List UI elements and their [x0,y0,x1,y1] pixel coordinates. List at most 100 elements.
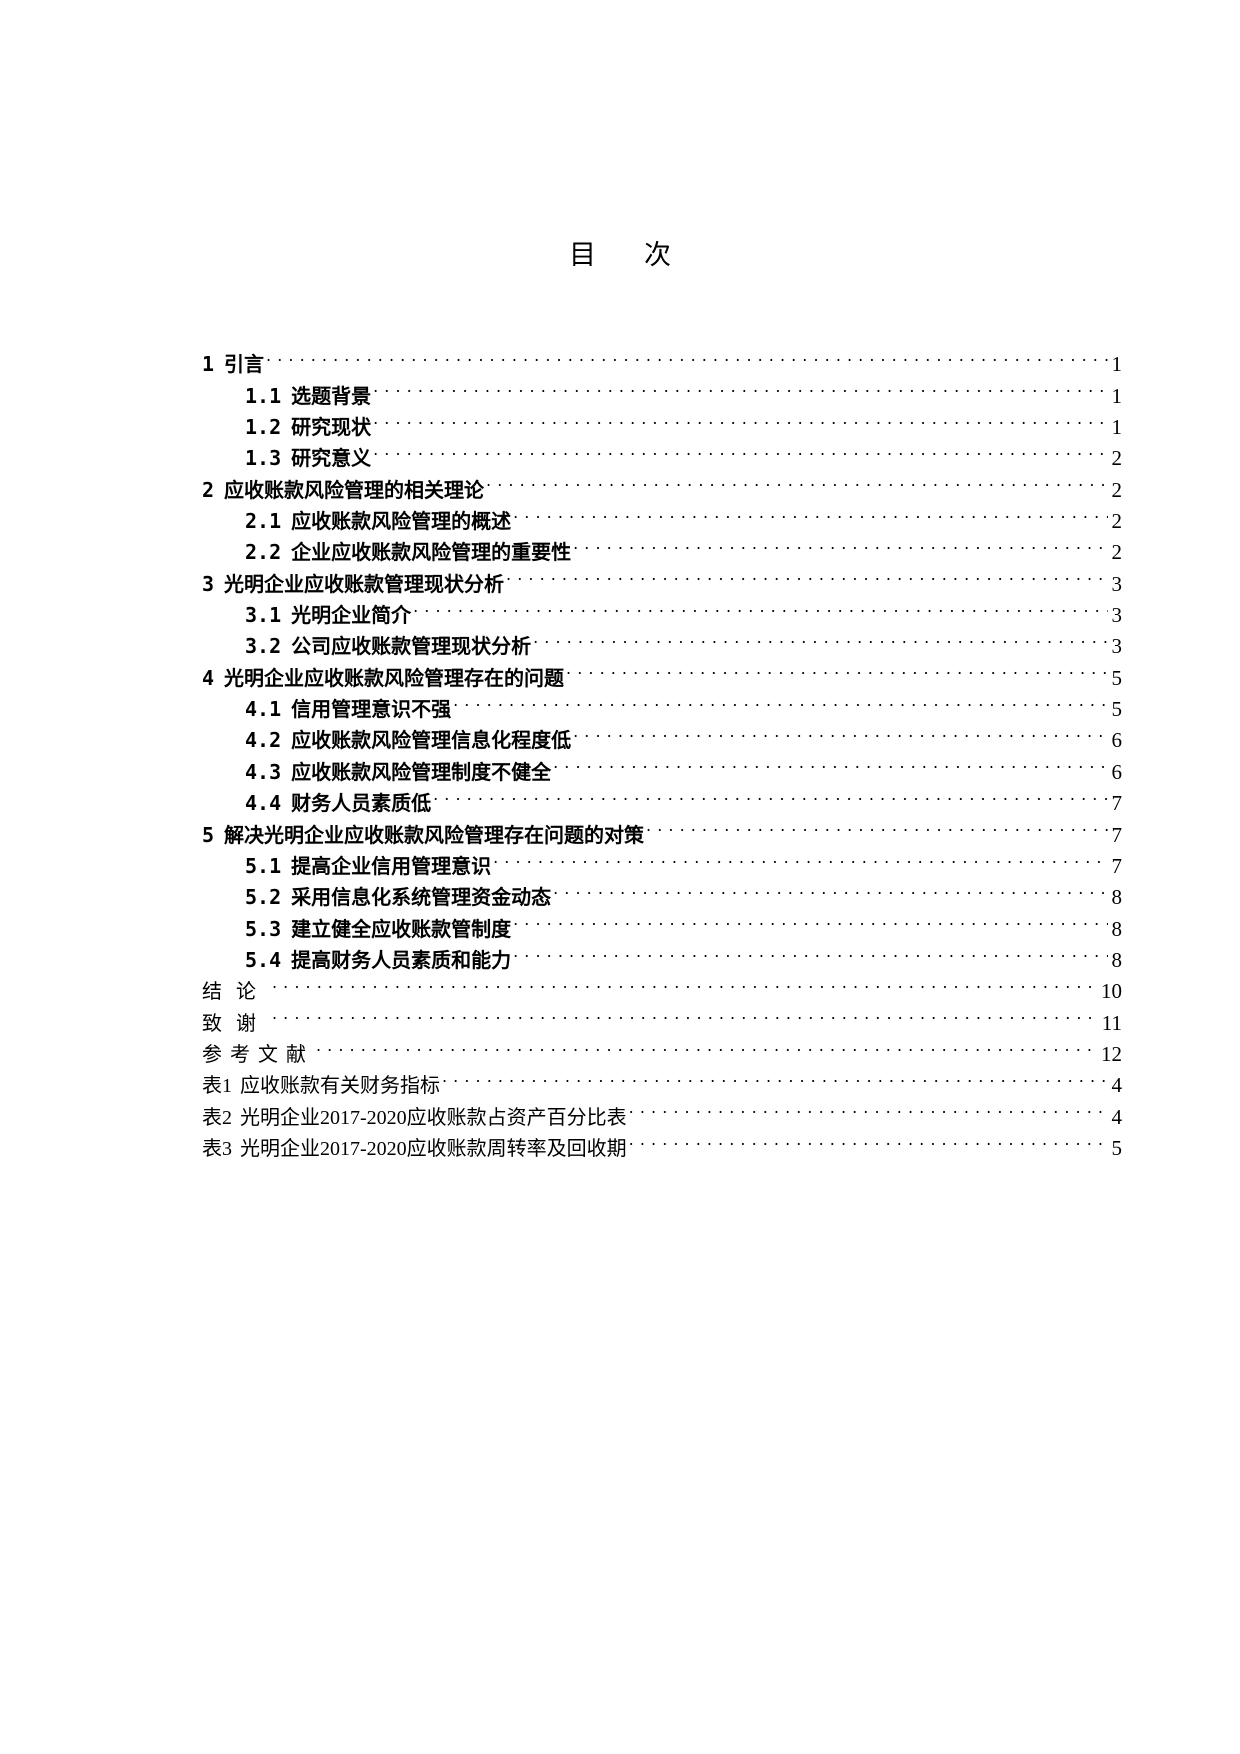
toc-entry-page: 6 [1111,759,1123,784]
toc-entry-page: 7 [1111,822,1123,847]
toc-entry-number: 1.3 [245,446,282,471]
toc-entry-number: 表2 [202,1106,232,1129]
toc-entry-page: 5 [1111,697,1123,722]
toc-entry-page: 2 [1111,540,1123,565]
toc-entry-title: 公司应收账款管理现状分析 [291,634,532,659]
dot-leader [453,685,1108,716]
dot-leader [272,998,1100,1029]
dot-leader [553,747,1108,778]
toc-entry-title: 建立健全应收账款管制度 [291,916,512,941]
dot-leader [513,904,1108,935]
title-char-2: 次 [644,240,671,271]
toc-entry-number: 4 [202,665,215,690]
toc-entry-number: 1.2 [245,415,282,440]
dot-leader [442,1061,1108,1092]
toc-entry-number: 4.2 [245,728,282,753]
toc-entry-2-1[interactable]: 2.1 应收账款风险管理的概述 2 [202,497,1122,533]
dot-leader [433,779,1108,810]
dot-leader [493,842,1108,873]
title-char-1: 目 [569,240,596,271]
toc-entry-5-3[interactable]: 5.3 建立健全应收账款管制度 8 [202,904,1122,940]
toc-entry-table-1[interactable]: 表1 应收账款有关财务指标 4 [202,1061,1122,1097]
toc-entry-page: 11 [1101,1010,1122,1035]
toc-entry-page: 3 [1111,603,1123,628]
toc-entry-number: 3.2 [245,634,282,659]
toc-entry-page: 1 [1111,383,1123,408]
toc-entry-table-3[interactable]: 表3 光明企业2017-2020应收账款周转率及回收期 5 [202,1124,1122,1160]
toc-entry-2[interactable]: 2 应收账款风险管理的相关理论 2 [202,465,1122,501]
toc-entry-title: 结论 [202,981,270,1004]
toc-entry-conclusion[interactable]: 结论 10 [202,967,1122,1003]
toc-entry-page: 4 [1111,1073,1123,1098]
toc-entry-1[interactable]: 1 引言 1 [202,340,1122,376]
dot-leader [373,403,1108,434]
toc-entry-page: 4 [1111,1104,1123,1129]
toc-entry-number: 2.2 [245,540,282,565]
toc-entry-1-1[interactable]: 1.1 选题背景 1 [202,371,1122,407]
toc-entry-3-1[interactable]: 3.1 光明企业简介 3 [202,591,1122,627]
toc-entry-title: 应收账款风险管理信息化程度低 [291,728,572,753]
dot-leader [573,528,1108,559]
dot-leader [373,434,1108,465]
toc-entry-title: 参考文献 [202,1043,314,1066]
dot-leader [316,1030,1099,1061]
toc-entry-title: 研究现状 [291,415,372,440]
toc-entry-title: 光明企业简介 [291,603,412,628]
toc-entry-number: 表1 [202,1075,232,1098]
toc-entry-5[interactable]: 5 解决光明企业应收账款风险管理存在问题的对策 7 [202,810,1122,846]
toc-entry-number: 2.1 [245,509,282,534]
toc-entry-title: 财务人员素质低 [291,791,432,816]
toc-entry-3-2[interactable]: 3.2 公司应收账款管理现状分析 3 [202,622,1122,658]
toc-entry-1-3[interactable]: 1.3 研究意义 2 [202,434,1122,470]
dot-leader [646,810,1108,841]
toc-entry-number: 1 [202,352,215,377]
toc-entry-4-1[interactable]: 4.1 信用管理意识不强 5 [202,685,1122,721]
toc-entry-3[interactable]: 3 光明企业应收账款管理现状分析 3 [202,559,1122,595]
toc-entry-page: 2 [1111,509,1123,534]
toc-entry-number: 3.1 [245,603,282,628]
toc-entry-number: 4.4 [245,791,282,816]
toc-entry-acknowledgements[interactable]: 致谢 11 [202,998,1122,1034]
toc-entry-4[interactable]: 4 光明企业应收账款风险管理存在的问题 5 [202,653,1122,689]
toc-entry-page: 8 [1111,916,1123,941]
toc-entry-title: 应收账款风险管理的相关理论 [224,477,485,502]
toc-entry-title: 选题背景 [291,383,372,408]
toc-entry-title: 光明企业2017-2020应收账款占资产百分比表 [240,1106,627,1129]
toc-entry-5-1[interactable]: 5.1 提高企业信用管理意识 7 [202,842,1122,878]
dot-leader [486,465,1108,496]
toc-entry-page: 1 [1111,352,1123,377]
toc-entry-table-2[interactable]: 表2 光明企业2017-2020应收账款占资产百分比表 4 [202,1092,1122,1128]
toc-entry-number: 5.2 [245,885,282,910]
toc-entry-number: 1.1 [245,383,282,408]
toc-entry-page: 2 [1111,477,1123,502]
toc-entry-number: 5.3 [245,916,282,941]
toc-entry-1-2[interactable]: 1.2 研究现状 1 [202,403,1122,439]
dot-leader [506,559,1108,590]
toc-entry-page: 7 [1111,853,1123,878]
toc-entry-page: 10 [1101,979,1122,1004]
toc-entry-title: 应收账款风险管理的概述 [291,509,512,534]
dot-leader [413,591,1108,622]
toc-entry-number: 3 [202,571,215,596]
toc-entry-page: 2 [1111,446,1123,471]
toc-entry-references[interactable]: 参考文献 12 [202,1030,1122,1066]
toc-entry-5-2[interactable]: 5.2 采用信息化系统管理资金动态 8 [202,873,1122,909]
dot-leader [373,371,1108,402]
toc-entry-page: 1 [1111,415,1123,440]
dot-leader [513,497,1108,528]
dot-leader [573,716,1108,747]
toc-entry-title: 提高企业信用管理意识 [291,853,492,878]
dot-leader [513,936,1108,967]
dot-leader [533,622,1108,653]
toc-entry-number: 5.1 [245,853,282,878]
toc-entry-2-2[interactable]: 2.2 企业应收账款风险管理的重要性 2 [202,528,1122,564]
toc-entry-page: 6 [1111,728,1123,753]
toc-entry-number: 4.1 [245,697,282,722]
toc-entry-page: 12 [1101,1041,1122,1066]
dot-leader [266,340,1108,371]
toc-entry-title: 应收账款有关财务指标 [240,1075,440,1098]
dot-leader [566,653,1108,684]
page-title: 目次 [0,238,1240,274]
toc-entry-4-4[interactable]: 4.4 财务人员素质低 7 [202,779,1122,815]
toc-entry-4-2[interactable]: 4.2 应收账款风险管理信息化程度低 6 [202,716,1122,752]
